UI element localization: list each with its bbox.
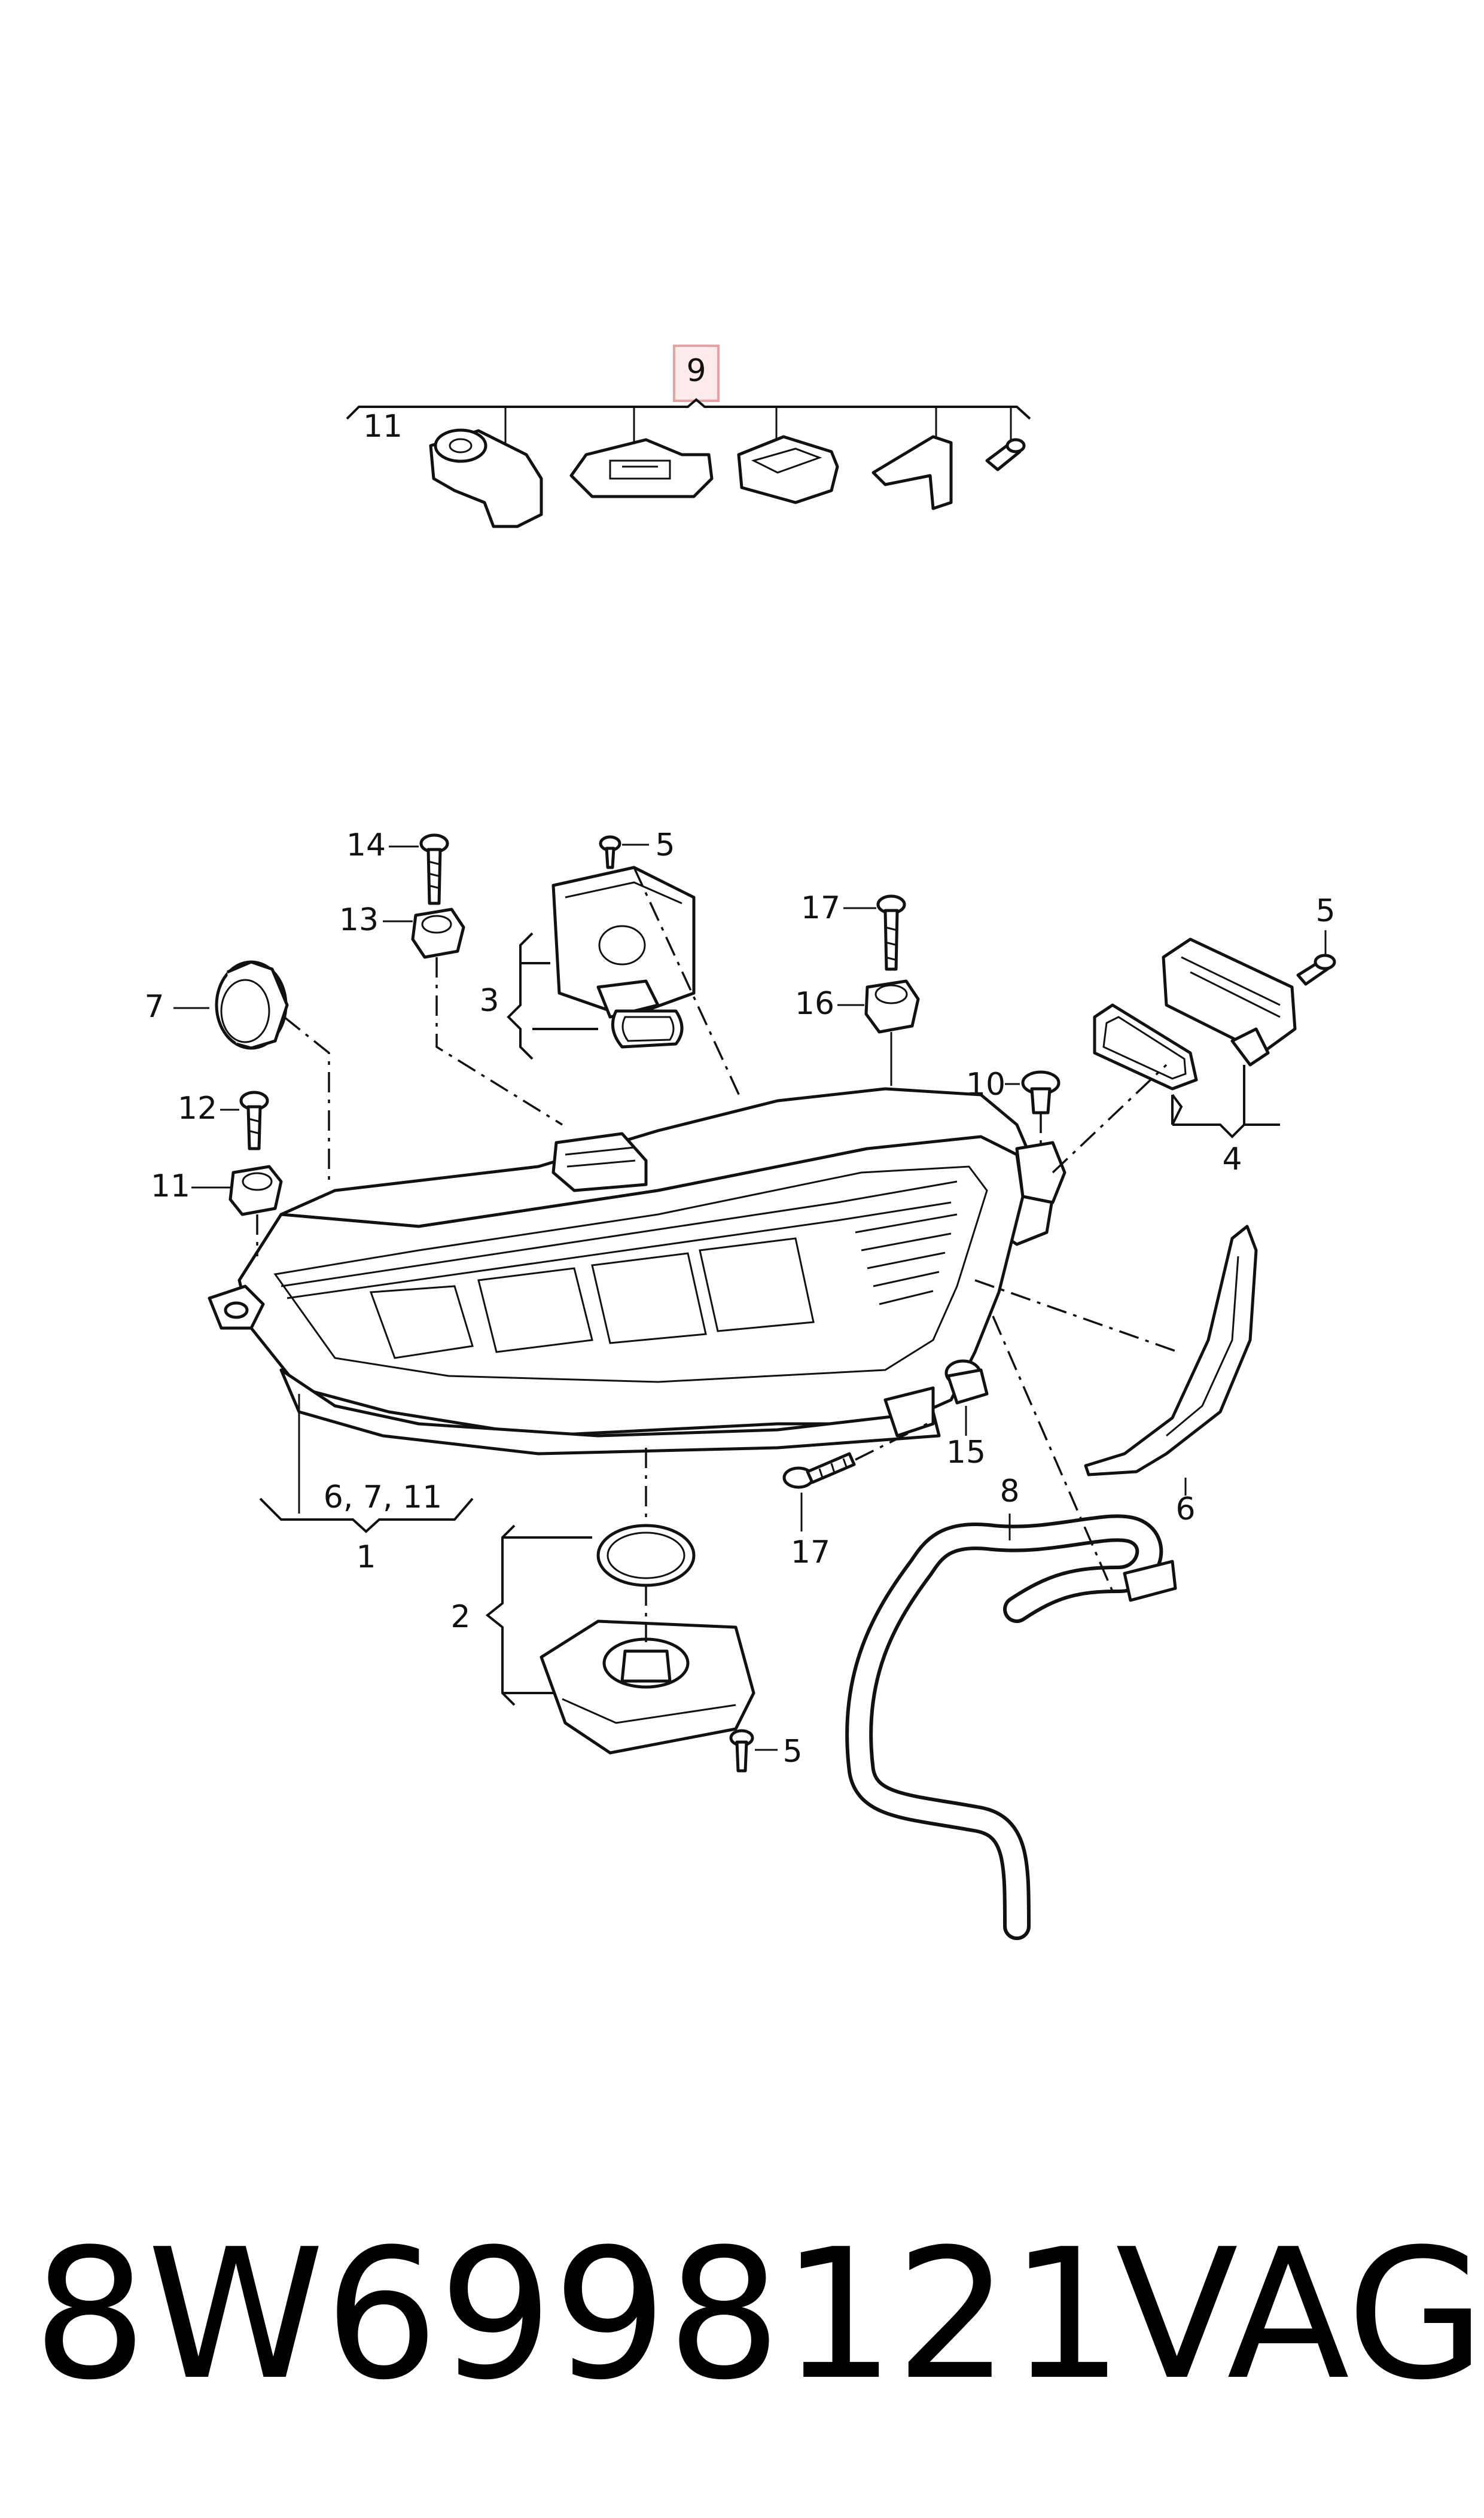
angle-bracket-part [871, 435, 953, 510]
nut-11-part [228, 1165, 283, 1216]
callout-7[interactable]: 7 [144, 989, 164, 1025]
trim-6-part [1084, 1225, 1258, 1476]
callout-16[interactable]: 16 [795, 986, 834, 1022]
callout-4[interactable]: 4 [1222, 1141, 1242, 1177]
callout-14[interactable]: 14 [346, 827, 386, 863]
mounting-bracket-part [569, 438, 714, 498]
callout-1-group[interactable]: 6, 7, 11 [324, 1479, 442, 1515]
nut-13-part [411, 908, 465, 959]
nut-16-part [864, 979, 920, 1034]
screw-17b-part [782, 1452, 856, 1489]
callout-5-b[interactable]: 5 [1315, 893, 1335, 929]
callout-17-a[interactable]: 17 [801, 890, 840, 926]
seal-3-part [611, 1009, 684, 1049]
callout-15[interactable]: 15 [946, 1435, 986, 1470]
callout-13[interactable]: 13 [339, 902, 379, 938]
holder-block-part [737, 435, 839, 504]
callout-10[interactable]: 10 [966, 1067, 1005, 1103]
repair-kit-group: 9 11 [346, 345, 1031, 528]
screw-5b-part [1296, 954, 1336, 986]
callout-5-c[interactable]: 5 [782, 1734, 802, 1770]
screw-17a-part [876, 894, 906, 971]
hose-8-part [845, 1514, 1177, 1940]
callout-8[interactable]: 8 [1000, 1473, 1019, 1509]
gasket-4-part [1093, 1003, 1198, 1091]
callout-6[interactable]: 6 [1175, 1491, 1195, 1527]
callout-5-a[interactable]: 5 [655, 827, 675, 863]
part-number: 8W6998121 [33, 2211, 1124, 2419]
ballast-2-part [540, 1619, 755, 1755]
screw-5a-part [599, 835, 621, 869]
callout-12[interactable]: 12 [178, 1091, 217, 1126]
callout-11[interactable]: 11 [151, 1168, 190, 1204]
callout-9[interactable]: 9 [686, 353, 706, 389]
module-4-part [1162, 937, 1297, 1067]
callout-17-b[interactable]: 17 [791, 1534, 830, 1570]
adjuster-lever-part [429, 428, 543, 528]
small-screw-part [985, 438, 1026, 471]
screw-14-part [419, 833, 449, 905]
callout-11-top[interactable]: 11 [363, 409, 403, 444]
led-module-3-part [551, 866, 696, 1019]
brand-name: VAG [1116, 2211, 1484, 2419]
callout-2[interactable]: 2 [450, 1599, 470, 1635]
seal-ring-2-part [596, 1524, 696, 1587]
cap-7-part [215, 960, 289, 1050]
callout-3[interactable]: 3 [479, 983, 499, 1019]
plug-10-part [1021, 1070, 1061, 1115]
callout-1[interactable]: 1 [356, 1539, 376, 1575]
screw-12-part [239, 1091, 269, 1150]
screw-5c-part [729, 1729, 754, 1773]
clip-15-part [944, 1359, 989, 1405]
headlight-assembly [208, 1087, 1066, 1456]
